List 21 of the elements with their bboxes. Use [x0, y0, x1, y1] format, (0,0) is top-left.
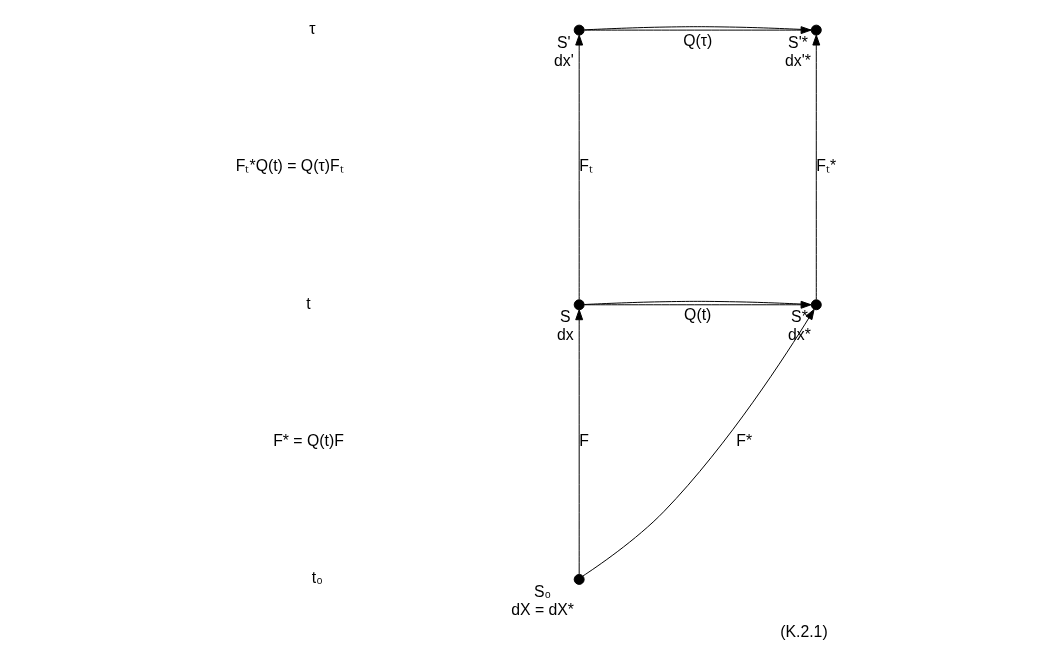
node-label: S: [559, 308, 571, 326]
caption: (K.2.1): [779, 622, 828, 640]
edge-label: Fₜ: [578, 157, 593, 175]
node-label: dx: [556, 326, 574, 344]
node-label: dX = dX*: [510, 600, 574, 618]
node-label: S'*: [787, 33, 808, 51]
edge-label: F*: [735, 431, 752, 449]
edge-label: Q(τ): [682, 31, 712, 49]
node-label: dx'*: [784, 51, 811, 69]
edge-label: F: [578, 431, 589, 449]
label: Fₜ*Q(t) = Q(τ)Fₜ: [235, 157, 344, 175]
edge-label: Q(t): [683, 306, 711, 324]
edge-label: Fₜ*: [815, 157, 836, 175]
node-label: dx': [553, 51, 574, 69]
label: t: [305, 294, 311, 312]
node-label: S*: [790, 308, 808, 326]
label: F* = Q(t)F: [272, 431, 344, 449]
node-label: S₀: [533, 583, 551, 601]
label: τ: [308, 19, 316, 37]
label: t₀: [311, 569, 323, 587]
node-label: S': [556, 33, 571, 51]
